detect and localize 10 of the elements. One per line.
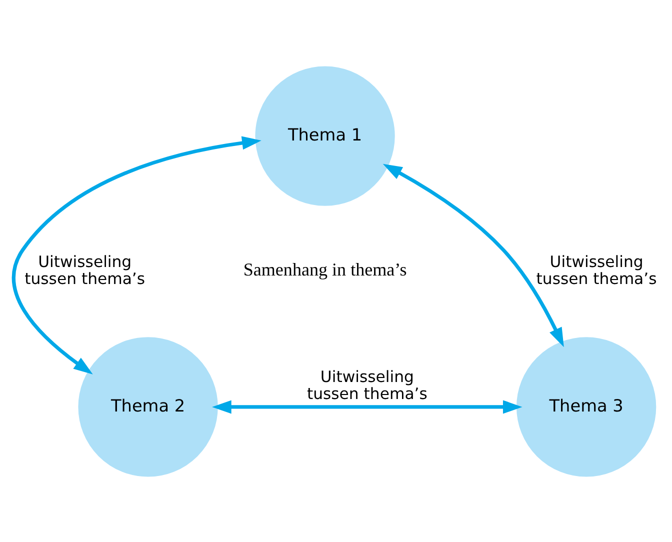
label: Samenhang in thema’s: [243, 259, 407, 280]
arrow: [12, 136, 262, 374]
arrow: [212, 400, 522, 414]
node-circle: Thema 1: [255, 66, 395, 206]
arrow: [382, 163, 564, 347]
node-circle: Thema 2: [78, 336, 218, 476]
edge-label: Uitwisseling tussen thema’s: [24, 252, 146, 288]
node-circle: Thema 3: [516, 336, 656, 476]
edge-label: Uitwisseling tussen thema’s: [306, 366, 428, 403]
edge-label: Uitwisseling tussen thema’s: [536, 252, 657, 288]
